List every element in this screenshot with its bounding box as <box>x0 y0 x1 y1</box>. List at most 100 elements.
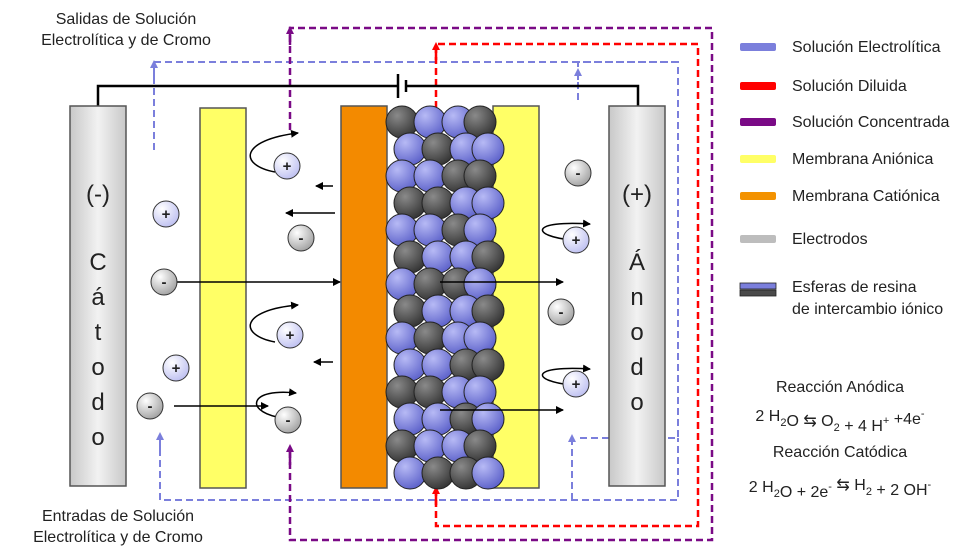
legend-label: Solución Electrolítica <box>792 39 941 56</box>
cathode-letter: d <box>91 389 104 416</box>
cation-sign: + <box>162 206 171 223</box>
ion-curved-arrow <box>249 129 299 173</box>
equation-part: 2 <box>834 422 840 434</box>
equation-part: - <box>828 481 832 493</box>
legend-label: Solución Diluida <box>792 78 907 95</box>
outlet-label-line1: Salidas de Solución <box>56 11 197 28</box>
legend-label: Membrana Aniónica <box>792 151 934 168</box>
equation-part: ⇆ H <box>832 477 866 494</box>
legend-label: Solución Concentrada <box>792 114 950 131</box>
ion-arrows <box>174 129 591 418</box>
anode-letter: o <box>630 389 643 416</box>
resin-bead-blue <box>471 456 505 490</box>
equation-part: + 2 OH <box>872 482 928 499</box>
cathodic-reaction-equation: 2 H2O + 2e- ⇆ H2 + 2 OH- <box>749 477 932 501</box>
cathode-sign: (-) <box>86 181 110 208</box>
legend-swatch <box>740 82 776 90</box>
anion-ion <box>136 392 164 420</box>
power-wire <box>96 84 640 106</box>
power-circuit <box>96 74 640 106</box>
cathode-letter: C <box>89 249 106 276</box>
ion-curved-arrow <box>541 219 591 241</box>
inlet-label-line2: Electrolítica y de Cromo <box>33 529 203 546</box>
anion-sign: - <box>162 274 167 291</box>
anion-membrane-right <box>492 105 540 489</box>
legend-label: Electrodos <box>792 231 868 248</box>
equation-part: 2 H <box>755 408 780 425</box>
legend-label: Esferas de resina <box>792 279 917 296</box>
legend-swatch <box>740 43 776 51</box>
equation-part: - <box>928 479 932 491</box>
anode-letter: Á <box>629 249 645 276</box>
legend-label: de intercambio iónico <box>792 301 943 318</box>
anion-sign: - <box>299 230 304 247</box>
cation-ion <box>562 226 590 254</box>
legend-swatch <box>740 192 776 200</box>
ion-curved-arrow <box>255 388 297 418</box>
outlet-label-line2: Electrolítica y de Cromo <box>41 32 211 49</box>
legend-swatch-resin-blue <box>739 282 777 290</box>
ions: + + - - + + - - - + - + <box>136 152 592 434</box>
anode-sign: (+) <box>622 181 652 208</box>
cathode-letter: t <box>95 319 102 346</box>
anion-sign: - <box>148 398 153 415</box>
equation-part: 2 <box>866 486 872 498</box>
resin-bead-dark <box>421 456 455 490</box>
anion-membrane-left <box>199 107 247 489</box>
anodic-reaction-equation: 2 H2O ⇆ O2 + 4 H+ +4e- <box>755 408 925 435</box>
equation-part: O + 2e <box>780 484 829 501</box>
anode-letter: d <box>630 354 643 381</box>
equation-part: 2 <box>774 488 780 500</box>
anode-letter: o <box>630 319 643 346</box>
cation-ion <box>152 200 180 228</box>
anion-sign: - <box>559 304 564 321</box>
equation-part: 2 <box>780 417 786 429</box>
cation-sign: + <box>572 376 581 393</box>
ion-curved-arrow <box>541 364 591 386</box>
equation-part: - <box>921 408 925 420</box>
cation-ion <box>162 354 190 382</box>
flow-lines <box>150 26 714 542</box>
resin-bead-blue <box>393 456 427 490</box>
cation-sign: + <box>283 158 292 175</box>
anodic-reaction-title: Reacción Anódica <box>776 379 904 396</box>
cathodic-reaction-title: Reacción Catódica <box>773 444 907 461</box>
anode-electrode <box>608 105 666 487</box>
anion-ion <box>150 268 178 296</box>
resin-beads <box>385 105 505 490</box>
electrolyte-inlet-line <box>159 438 679 501</box>
anion-ion <box>547 298 575 326</box>
cation-ion <box>276 321 304 349</box>
cathode-electrode <box>69 105 127 487</box>
equation-part: +4e <box>889 411 921 428</box>
legend-swatch <box>740 118 776 126</box>
ion-curved-arrow <box>249 301 299 343</box>
anion-ion <box>564 159 592 187</box>
equation-part: 2 H <box>749 479 774 496</box>
equation-part: O ⇆ O <box>786 413 833 430</box>
cation-sign: + <box>286 327 295 344</box>
inlet-label-line1: Entradas de Solución <box>42 508 194 525</box>
equation-part: + <box>883 415 889 427</box>
cation-ion <box>273 152 301 180</box>
cation-membrane <box>340 105 388 489</box>
cation-ion <box>562 370 590 398</box>
legend-swatch-resin-dark <box>739 289 777 297</box>
anion-sign: - <box>576 165 581 182</box>
anion-ion <box>287 224 315 252</box>
legend-swatch <box>740 235 776 243</box>
cation-sign: + <box>572 232 581 249</box>
anion-ion <box>274 406 302 434</box>
cathode-letter: o <box>91 424 104 451</box>
anode-letter: n <box>630 284 643 311</box>
reactions: Reacción Anódica 2 H2O ⇆ O2 + 4 H+ +4e- … <box>749 379 932 501</box>
anion-sign: - <box>286 412 291 429</box>
cathode-letter: o <box>91 354 104 381</box>
legend-swatch <box>740 155 776 163</box>
cation-sign: + <box>172 360 181 377</box>
cathode-letter: á <box>91 284 105 311</box>
